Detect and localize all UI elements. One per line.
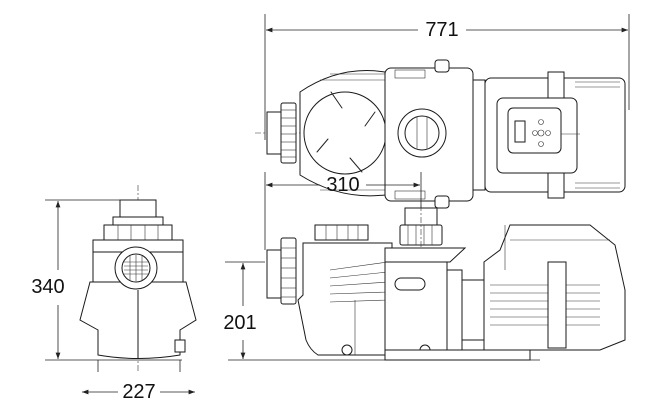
button-left-icon — [532, 130, 538, 136]
dimension-310: 310 — [264, 172, 422, 250]
strainer-lid-top — [303, 91, 387, 175]
strainer-lid-front — [103, 224, 173, 241]
front-view — [79, 185, 197, 372]
pump-base — [384, 349, 531, 361]
dimension-label-height: 340 — [31, 276, 64, 298]
button-ok-icon — [537, 129, 545, 137]
button-right-icon — [545, 130, 551, 136]
side-view — [228, 205, 626, 361]
strainer-lid-side — [314, 224, 369, 241]
housing-window — [394, 277, 426, 291]
top-view — [255, 59, 626, 209]
motor-band-side — [547, 261, 567, 349]
dimension-340: 340 — [31, 199, 182, 361]
button-up-icon — [538, 119, 544, 125]
pump-housing-side — [384, 247, 448, 357]
inlet-union-top — [280, 102, 297, 164]
dimension-227: 227 — [82, 360, 195, 403]
dimension-201: 201 — [223, 261, 265, 359]
drain-plug-icon — [341, 344, 353, 356]
button-down-icon — [538, 141, 544, 147]
dimension-label-length: 771 — [425, 19, 458, 41]
inlet-union-side — [280, 237, 297, 305]
dimension-label-inlet-height: 201 — [223, 312, 256, 334]
strainer-pot-side — [297, 242, 393, 356]
drain-plug-front — [174, 339, 186, 353]
dimension-label-inlet-outlet: 310 — [326, 174, 359, 196]
outlet-pipe-front — [119, 199, 157, 218]
lcd-display — [514, 120, 526, 143]
dimension-label-width: 227 — [122, 381, 155, 403]
dimension-771: 771 — [264, 14, 630, 140]
